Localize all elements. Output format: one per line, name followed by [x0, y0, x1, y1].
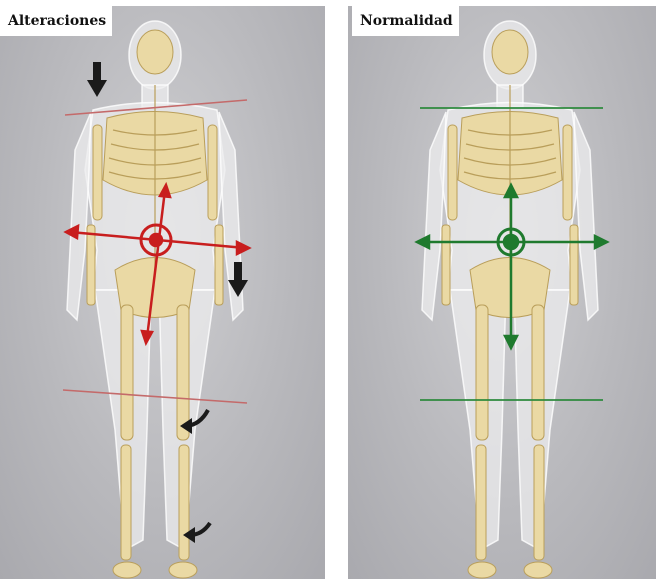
knee-line [63, 390, 247, 403]
panel-title-alteraciones: Alteraciones [0, 6, 112, 36]
panel-title-normalidad: Normalidad [352, 6, 459, 36]
down-arrow-icon [87, 62, 107, 97]
left-skeleton-figure [67, 21, 243, 578]
